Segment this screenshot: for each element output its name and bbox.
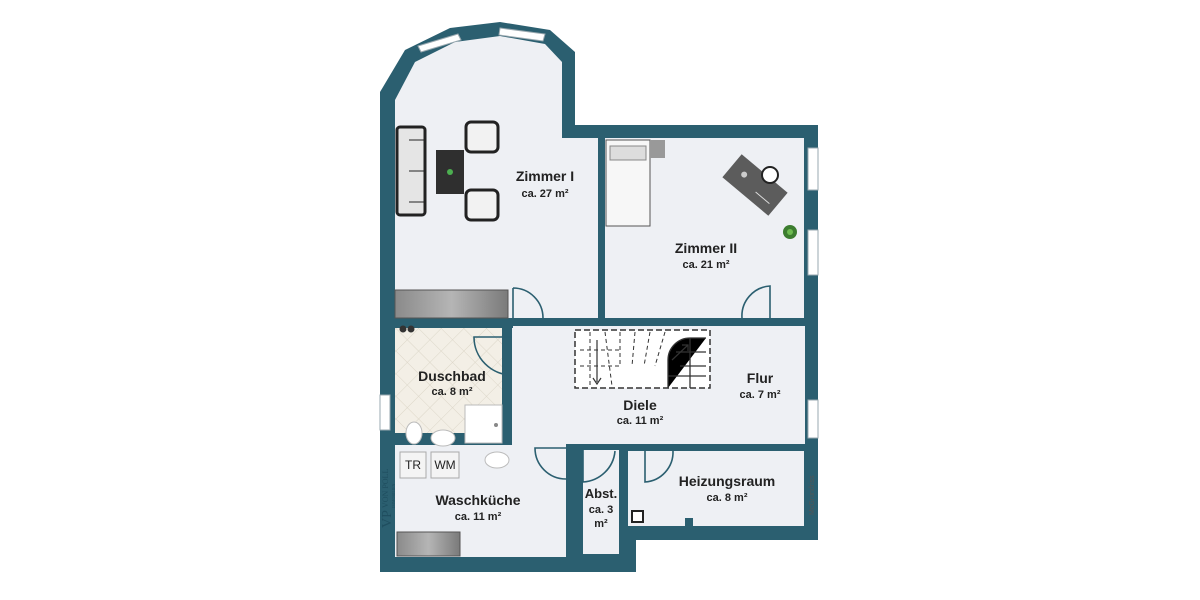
heizungsraum-area: ca. 8 m²: [707, 492, 748, 504]
washing-machine: WM: [430, 451, 460, 479]
doors: [473, 285, 771, 483]
von-poll-logo: VP VON POLL IMMOBILIEN: [380, 469, 396, 528]
tr-label: TR: [405, 458, 421, 472]
credit-text: McGrundriss: [809, 475, 816, 515]
shower-tray: [464, 404, 503, 444]
duschbad-area: ca. 8 m²: [432, 386, 473, 398]
zimmer2-area: ca. 21 m²: [682, 259, 729, 271]
diele-name: Diele: [623, 397, 657, 413]
abst-area-1: ca. 3: [589, 504, 613, 516]
coffee-table: [436, 150, 464, 194]
dryer-appliance: TR: [399, 451, 427, 479]
abst-name: Abst.: [585, 486, 618, 501]
armchair: [464, 120, 500, 222]
waschkueche-area: ca. 11 m²: [455, 511, 502, 523]
logo-text: VON POLL: [381, 469, 390, 508]
zimmer1-name: Zimmer I: [516, 168, 574, 184]
toilet: [405, 421, 423, 445]
sideboard: [394, 289, 509, 319]
plant: [783, 225, 797, 239]
logo-subtext: IMMOBILIEN: [391, 483, 396, 508]
staircase: [574, 329, 711, 389]
room-labels: Zimmer I ca. 27 m² Zimmer II ca. 21 m² D…: [418, 168, 781, 530]
chimney: [631, 510, 644, 523]
sofa: [395, 125, 427, 217]
waschkueche-name: Waschküche: [435, 492, 520, 508]
wm-label: WM: [434, 458, 455, 472]
logo-mark: VP: [380, 510, 395, 528]
abst-area-2: m²: [594, 518, 608, 530]
heizungsraum-name: Heizungsraum: [679, 473, 775, 489]
windows: [379, 27, 819, 439]
bed: [605, 139, 665, 227]
desk: [722, 154, 788, 216]
flur-area: ca. 7 m²: [740, 389, 781, 401]
zimmer2-name: Zimmer II: [675, 240, 737, 256]
heater: [685, 518, 693, 526]
office-chair: [761, 166, 779, 184]
sink: [430, 429, 510, 469]
zimmer1-area: ca. 27 m²: [521, 188, 568, 200]
duschbad-name: Duschbad: [418, 368, 486, 384]
hob: [399, 325, 415, 333]
flur-name: Flur: [747, 370, 774, 386]
laundry-counter: [396, 531, 461, 557]
diele-area: ca. 11 m²: [617, 415, 664, 427]
